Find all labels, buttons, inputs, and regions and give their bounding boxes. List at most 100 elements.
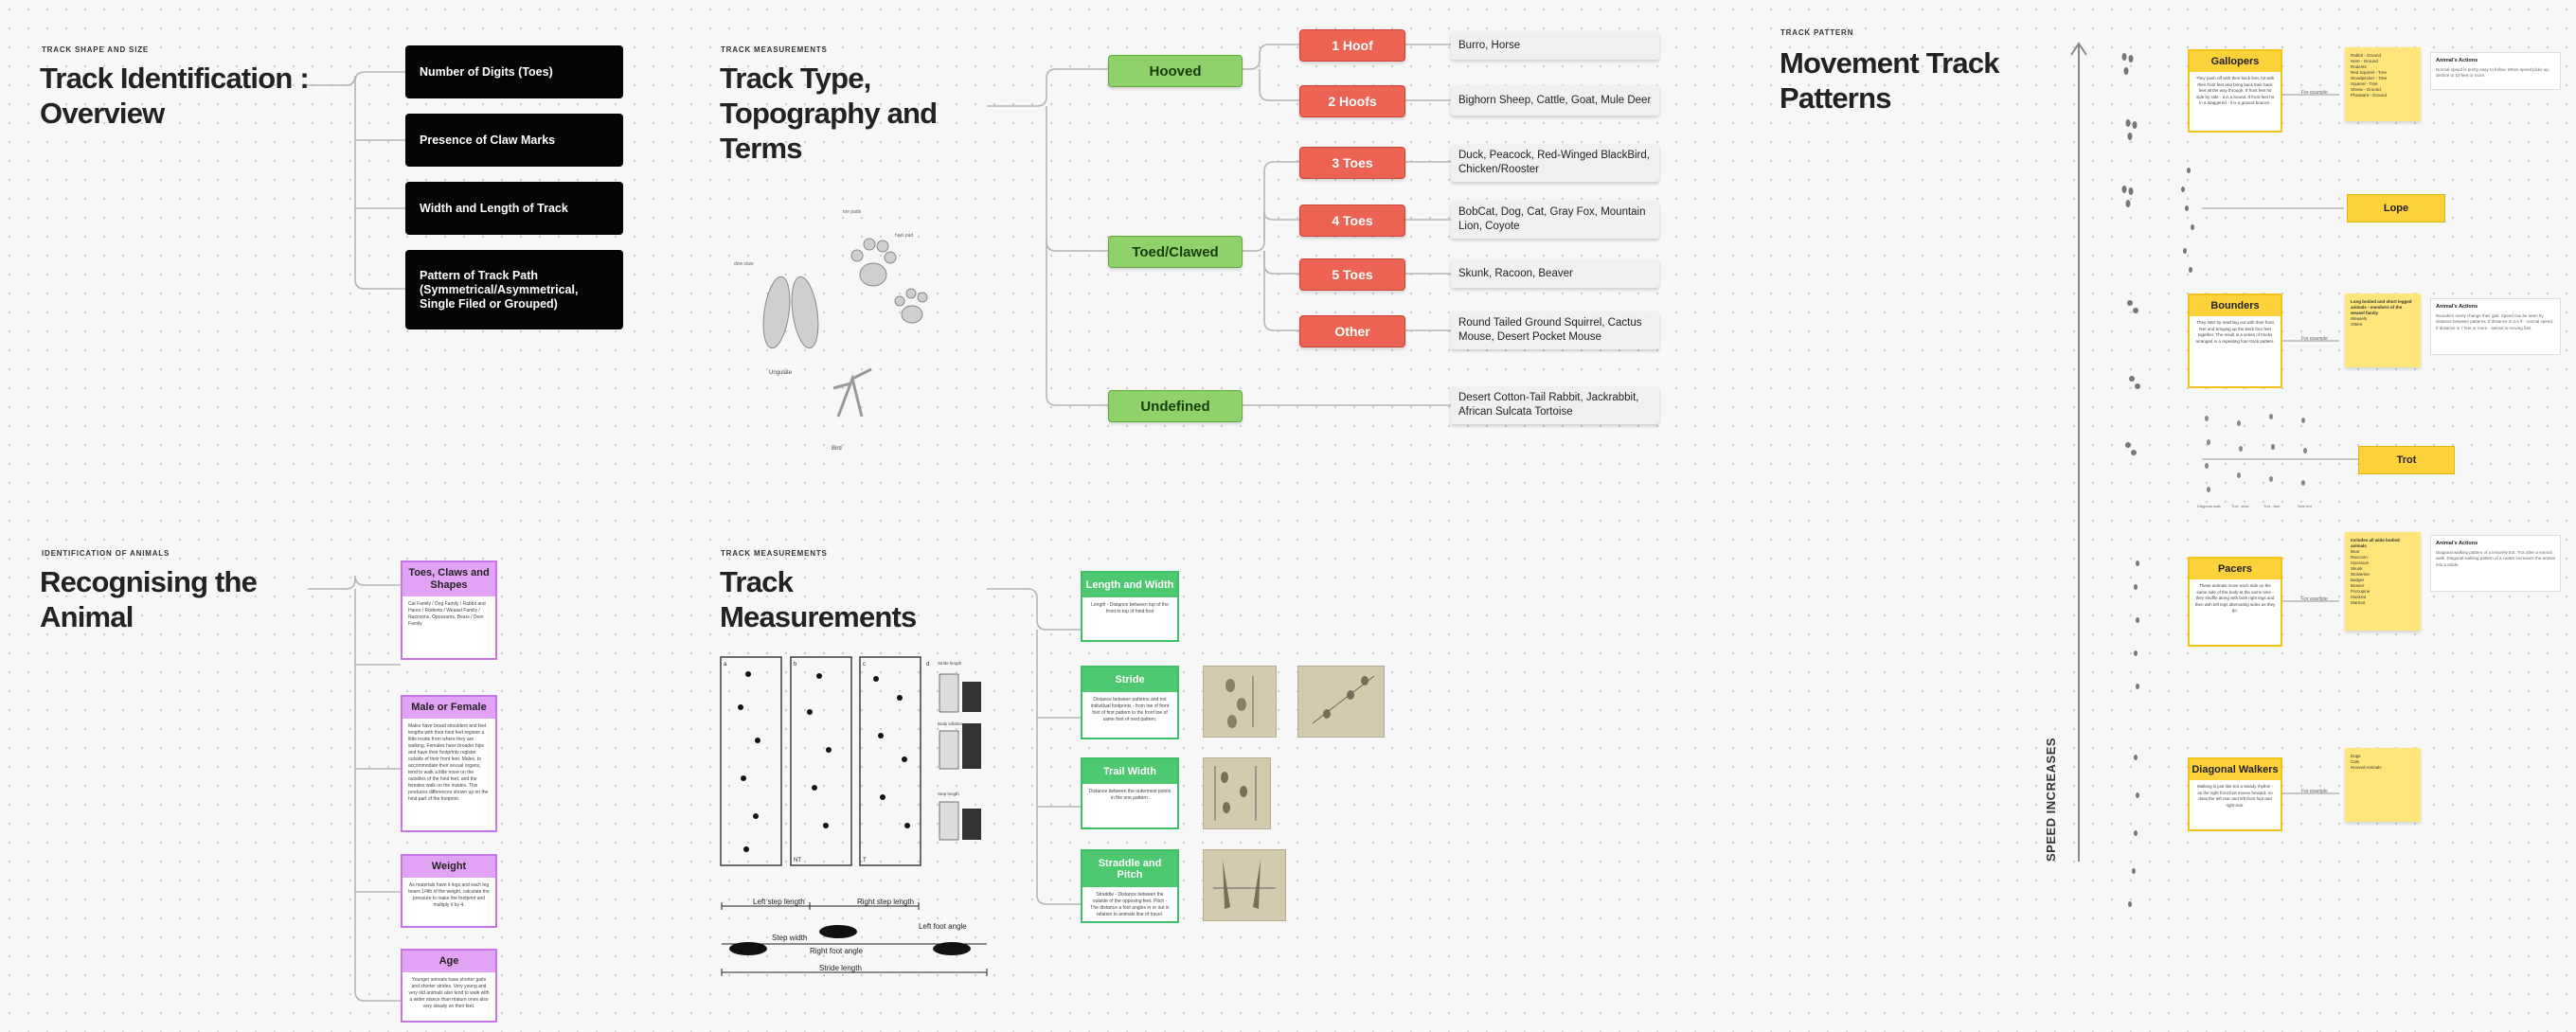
s3-title-line2: Patterns (1780, 81, 1891, 115)
sticky-g-1: Hare - Ground (2351, 59, 2378, 63)
for-example-3: For example (2301, 596, 2328, 602)
s1-title-line1: Track Identification : (40, 62, 310, 95)
s4-title: Recognising the Animal (40, 564, 258, 634)
s1-kicker: TRACK SHAPE AND SIZE (42, 45, 150, 54)
sticky-g-3: Red Squirrel - Tree (2351, 70, 2388, 75)
card-bounders-body: They start by reaching out with their fr… (2195, 320, 2275, 344)
sticky-d-0: Dogs (2351, 754, 2361, 758)
card-trail-width-title: Trail Width (1082, 759, 1177, 784)
actions-pacers: Animal's Actions Diagonal walking patter… (2430, 535, 2561, 592)
card-bounders: Bounders They start by reaching out with… (2188, 294, 2282, 388)
card-toes-claws-title: Toes, Claws and Shapes (402, 562, 495, 596)
sticky-p-5: Wolverine (2351, 572, 2370, 577)
trot-label-3: Trot - fast (2263, 504, 2281, 508)
card-age-title: Age (402, 951, 495, 972)
card-gallopers: Gallopers They push off with their back … (2188, 49, 2282, 133)
card-pacers: Pacers These animals move each side on t… (2188, 557, 2282, 647)
svg-text:heel pad: heel pad (895, 233, 913, 239)
s1-box-pattern: Pattern of Track Path (Symmetrical/Asymm… (405, 250, 623, 329)
speed-increases-label: SPEED INCREASES (2044, 737, 2058, 862)
sticky-pacers-examples: Includes all wide bodied animals Bear Ra… (2345, 532, 2421, 631)
sticky-p-9: Muskrat (2351, 595, 2367, 599)
sticky-p-0: Includes all wide bodied animals (2351, 538, 2400, 548)
s3-title: Movement Track Patterns (1780, 45, 2000, 116)
footprint-trails (2121, 53, 2194, 907)
s2-title-line2: Topography and (720, 97, 938, 130)
s5-kicker: TRACK MEASUREMENTS (721, 549, 828, 558)
sticky-b-2: Otters (2351, 322, 2363, 327)
s5-title: Track Measurements (720, 564, 917, 634)
card-male-female: Male or Female Males have broad shoulder… (401, 695, 497, 832)
photo-straddle-pitch (1203, 849, 1286, 921)
trot-label-1: Diagonal walk (2197, 504, 2221, 508)
actions-bounders-body: Bounders rarely change their gait. Speed… (2436, 312, 2554, 330)
card-gallopers-title: Gallopers (2190, 51, 2281, 72)
red-3-toes: 3 Toes (1299, 147, 1405, 179)
s4-title-line2: Animal (40, 600, 134, 633)
sticky-p-8: Porcupine (2351, 589, 2370, 594)
panel-label-t: T (863, 858, 867, 863)
actions-gallopers-body: Normal speed is pretty easy to follow. W… (2436, 66, 2550, 79)
for-example-2: For example (2301, 336, 2328, 342)
card-weight: Weight As materials have it legs and eac… (401, 854, 497, 928)
card-length-width-title: Length and Width (1082, 573, 1177, 597)
sticky-d-1: Cats (2351, 759, 2360, 764)
card-stride-title: Stride (1082, 667, 1177, 692)
card-pacers-body: These animals move each side on the same… (2194, 583, 2276, 613)
chart-label-2: Body inflation (938, 721, 964, 726)
s1-box-width-length: Width and Length of Track (405, 182, 623, 235)
card-trail-width-body: Distance between the outermost points in… (1088, 789, 1172, 801)
diag-right-angle: Right foot angle (810, 947, 864, 955)
card-diagonal-walkers-body: Walking is just like trot a steady rhyth… (2196, 784, 2274, 808)
trot-trail-illustration: Diagonal walk Trot - slow Trot - fast Si… (2197, 414, 2313, 508)
photo-stride-2 (1297, 666, 1385, 738)
actions-pacers-title: Animal's Actions (2436, 541, 2478, 546)
diag-right-step: Right step length (857, 898, 914, 906)
card-diagonal-walkers-title: Diagonal Walkers (2190, 759, 2281, 780)
card-trail-width: Trail Width Distance between the outermo… (1081, 757, 1179, 829)
s1-title: Track Identification : Overview (40, 61, 310, 131)
sticky-b-0: Long bodied and short legged animals - m… (2351, 299, 2412, 315)
animals-other: Round Tailed Ground Squirrel, Cactus Mou… (1451, 311, 1659, 349)
card-length-width: Length and Width Length - Distance betwe… (1081, 571, 1179, 642)
red-2-hoofs: 2 Hoofs (1299, 85, 1405, 117)
sticky-diagonal-examples: Dogs Cats Hooved Animals (2345, 748, 2421, 822)
card-stride-body: Distance between patterns and not indivi… (1090, 697, 1170, 722)
gait-panels-figure: a b c d NT T Stride length Body inflatio… (720, 656, 981, 866)
svg-text:toe pads: toe pads (843, 209, 862, 215)
sticky-g-2: Rodents (2351, 64, 2367, 69)
card-straddle-pitch-body: Straddle - Distance between the outside … (1090, 892, 1170, 917)
sticky-gallopers-examples: Rabbit - Ground Hare - Ground Rodents Re… (2345, 47, 2421, 121)
animals-undefined: Desert Cotton-Tail Rabbit, Jackrabbit, A… (1451, 386, 1659, 424)
card-male-female-body: Males have broad shoulders and feet leng… (408, 723, 489, 802)
card-length-width-body: Length - Distance between top of the fro… (1091, 602, 1169, 614)
card-weight-title: Weight (402, 856, 495, 878)
card-stride: Stride Distance between patterns and not… (1081, 666, 1179, 739)
s2-kicker: TRACK MEASUREMENTS (721, 45, 828, 54)
chart-label-1: Stride length (938, 661, 962, 666)
animals-4-toes: BobCat, Dog, Cat, Gray Fox, Mountain Lio… (1451, 201, 1659, 239)
photo-stride-1 (1203, 666, 1277, 738)
panel-label-nt: NT (794, 858, 801, 863)
animals-3-toes: Duck, Peacock, Red-Winged BlackBird, Chi… (1451, 144, 1659, 182)
label-trot: Trot (2358, 446, 2455, 474)
panel-label-a: a (724, 662, 727, 667)
s2-title-line3: Terms (720, 132, 803, 165)
s4-title-line1: Recognising the (40, 565, 258, 598)
card-bounders-title: Bounders (2190, 295, 2281, 316)
group-undefined: Undefined (1108, 390, 1243, 422)
card-male-female-title: Male or Female (402, 697, 495, 719)
s1-box-claws: Presence of Claw Marks (405, 114, 623, 167)
svg-text:dew claw: dew claw (734, 261, 754, 267)
s3-title-line1: Movement Track (1780, 46, 2000, 80)
chart-label-3: Step length (938, 792, 959, 796)
card-diagonal-walkers: Diagonal Walkers Walking is just like tr… (2188, 757, 2282, 831)
actions-bounders-title: Animal's Actions (2436, 304, 2478, 310)
panel-label-d: d (926, 662, 929, 667)
trot-label-2: Trot - slow (2231, 504, 2249, 508)
actions-bounders: Animal's Actions Bounders rarely change … (2430, 298, 2561, 355)
label-lope: Lope (2347, 194, 2445, 222)
sticky-p-6: Badger (2351, 578, 2365, 582)
